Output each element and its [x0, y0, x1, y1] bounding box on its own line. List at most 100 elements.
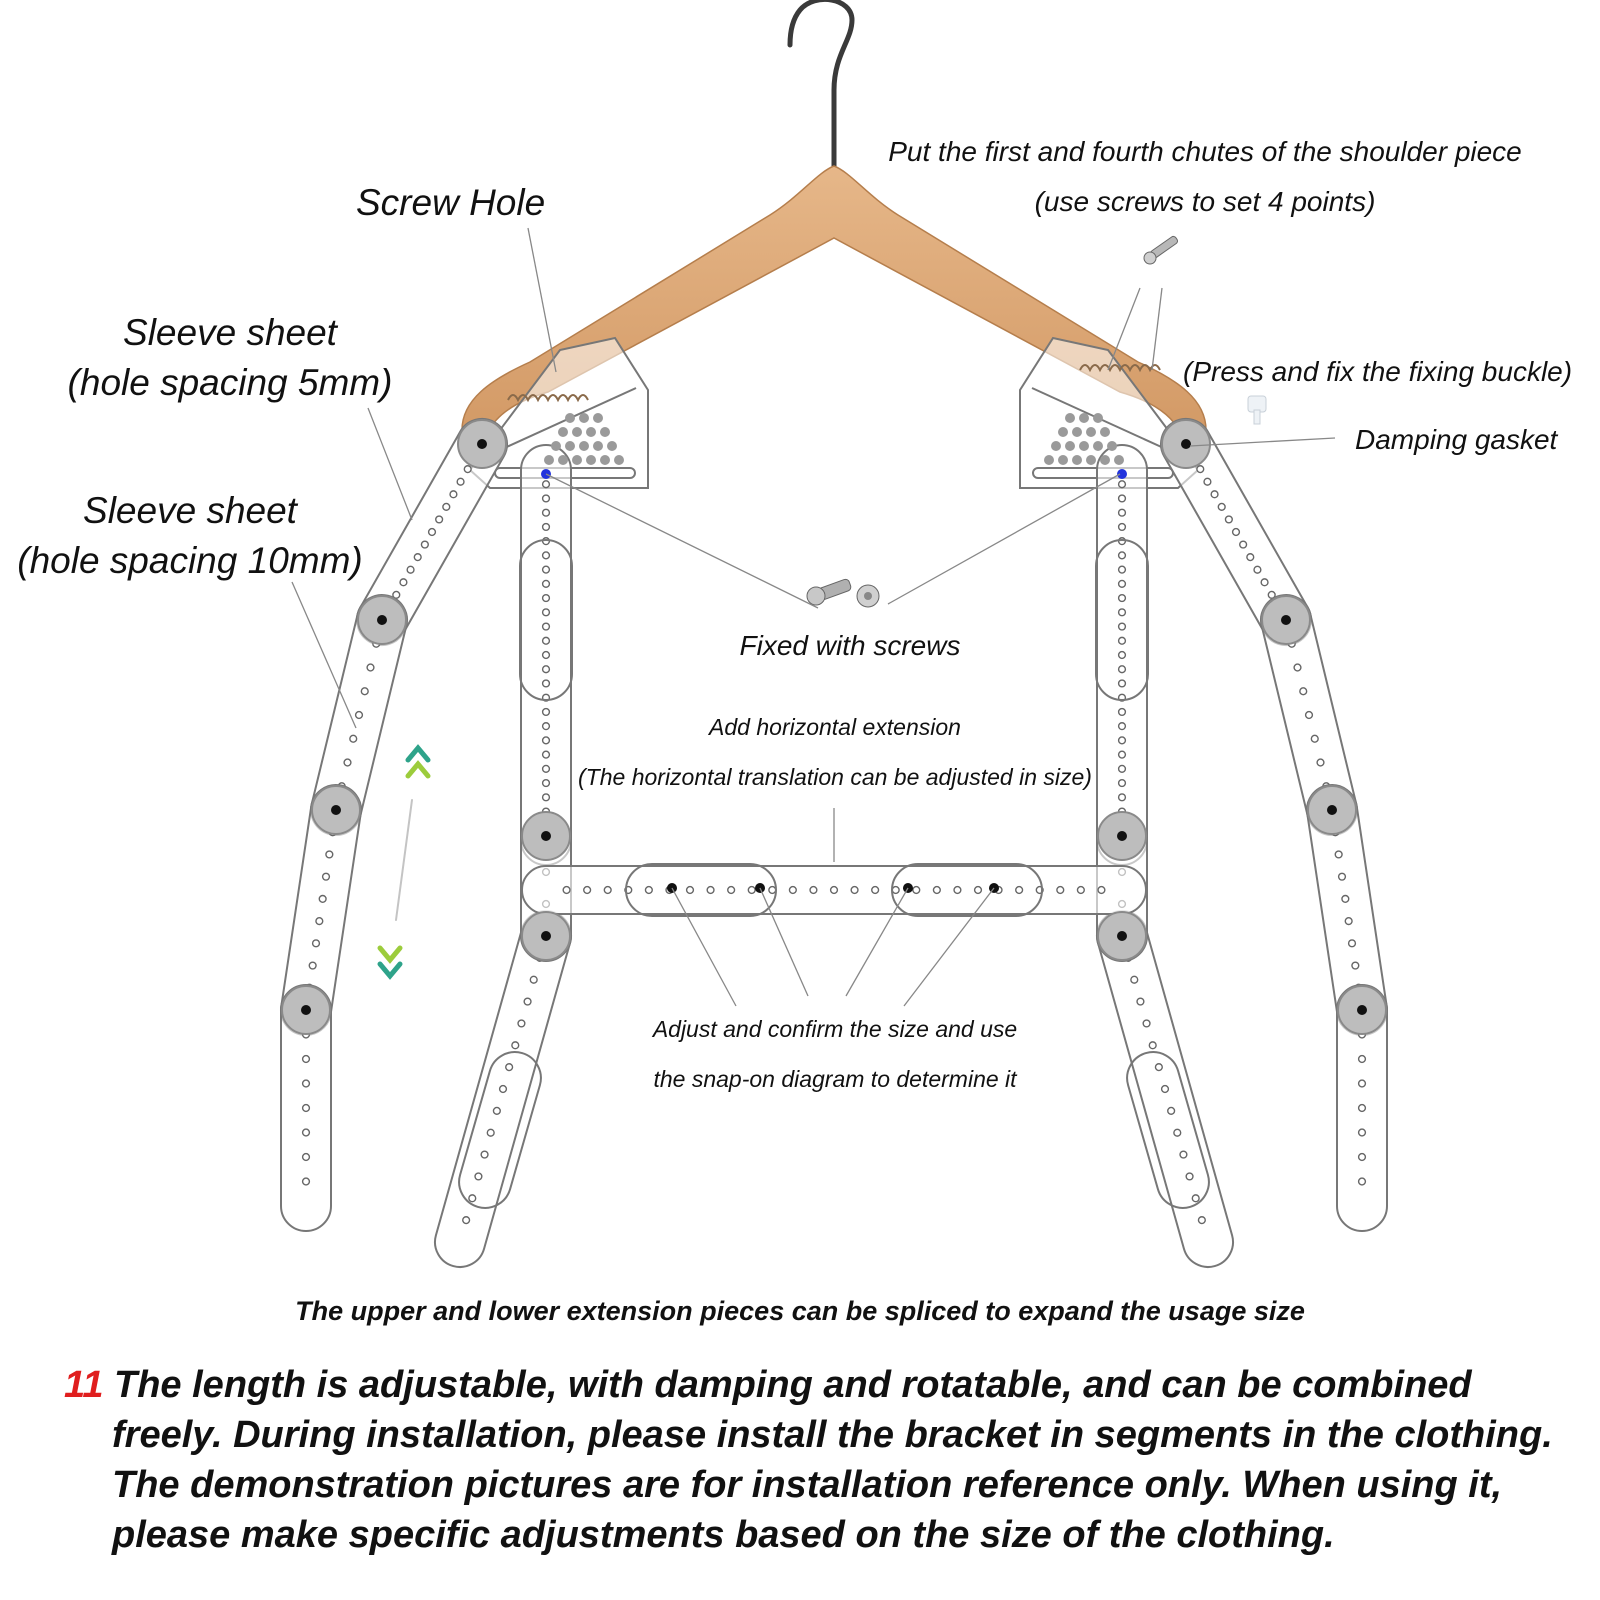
sleeve-sheet-right-hole — [1173, 1128, 1182, 1137]
sleeve-sheet-right-hole — [1117, 650, 1127, 660]
sleeve-sheet-left-hole — [541, 551, 551, 560]
upright-slider — [519, 539, 573, 701]
shoulder-hole — [544, 455, 554, 465]
sleeve-sheet-right-hole — [1130, 975, 1139, 984]
horizontal-extension-hole — [891, 885, 900, 895]
description-line-4: please make specific adjustments based o… — [112, 1514, 1335, 1556]
sleeve-sheet-left-hole — [541, 736, 551, 745]
shoulder-hole — [1093, 413, 1103, 423]
sleeve-sheet-left-hole — [449, 490, 458, 499]
shoulder-hole — [593, 413, 603, 423]
extension-caption: The upper and lower extension pieces can… — [295, 1296, 1305, 1326]
sleeve-sheet-right-hole — [1316, 758, 1325, 767]
sleeve-sheet-left-hole — [498, 1084, 508, 1094]
shoulder-hole — [572, 455, 582, 465]
horizontal-extension-hole — [829, 885, 839, 895]
horizontal-extension-hole — [1076, 885, 1085, 895]
sleeve-sheet-left-hole — [480, 1150, 489, 1159]
leg-slider — [1126, 1051, 1210, 1209]
shoulder-hole — [565, 413, 575, 423]
joint-pin — [1281, 615, 1291, 625]
sleeve-sheet-right-hole — [1117, 494, 1127, 503]
step-number: 11 — [64, 1364, 104, 1406]
sleeve-sheet-left-hole — [541, 622, 551, 631]
screw-and-nut-icon — [806, 578, 880, 608]
sleeve-sheet-left-hole — [517, 1019, 526, 1028]
shoulder-instruction-line1: Put the first and fourth chutes of the s… — [888, 136, 1522, 167]
sleeve-sheet-right-hole — [1347, 939, 1357, 948]
sleeve-sheet-right-hole — [1117, 522, 1127, 532]
sleeve-sheet-left-hole — [486, 1128, 495, 1137]
sleeve-sheet-right-hole — [1246, 553, 1255, 562]
shoulder-hole — [1072, 455, 1082, 465]
wooden-hanger — [461, 165, 1207, 433]
sleeve-sheet-right-hole — [1337, 872, 1347, 881]
sleeve-sheet-left-hole — [541, 508, 551, 517]
sleeve-sheet-left-hole — [360, 687, 369, 696]
sleeve-sheet-left-hole — [456, 477, 465, 486]
sleeve-sheet-right-hole — [1197, 1216, 1206, 1225]
sleeve-sheet-right-hole — [1357, 1177, 1367, 1186]
joint-pin — [1117, 931, 1127, 941]
horizontal-extension-hole — [871, 885, 880, 895]
sleeve-sheet-right-hole — [1117, 622, 1127, 631]
sleeve-sheet-right-hole — [1293, 663, 1302, 672]
upright-slider — [1095, 539, 1149, 701]
sleeve-sheet-left-hole — [315, 917, 324, 926]
shoulder-instruction-line2: (use screws to set 4 points) — [1034, 186, 1376, 217]
description-line-3: The demonstration pictures are for insta… — [112, 1464, 1503, 1506]
shoulder-hole — [1044, 455, 1054, 465]
sleeve-sheet-left-hole — [462, 1216, 471, 1225]
joint-pin — [1117, 831, 1127, 841]
sleeve-sheet-left-hole — [541, 494, 551, 503]
joint-pin — [541, 931, 551, 941]
sleeve-sheet-right-hole — [1260, 578, 1269, 587]
horizontal-extension-hole — [706, 885, 715, 895]
shoulder-hole — [1065, 441, 1075, 451]
sleeve-sheet-right-hole — [1117, 636, 1127, 645]
leg-slider — [458, 1051, 542, 1209]
hanger-hook — [787, 0, 855, 171]
shoulder-hole — [558, 427, 568, 437]
sleeve-sheet-left-hole — [399, 578, 408, 587]
sleeve-sheet-left-hole — [420, 540, 429, 549]
sleeve-sheet-right-hole — [1203, 477, 1212, 486]
sleeve-sheet-right-hole — [1117, 565, 1127, 574]
shoulder-hole — [1079, 441, 1089, 451]
sleeve-sheet-right-hole — [1210, 490, 1219, 499]
sleeve-sheet-right-hole — [1224, 515, 1233, 524]
shoulder-hole — [1072, 427, 1082, 437]
screw-hole-label: Screw Hole — [356, 182, 546, 223]
sleeve-sheet-left-hole — [325, 850, 334, 859]
sleeve-sheet-right-hole — [1117, 665, 1127, 674]
shoulder-hole — [579, 441, 589, 451]
shoulder-hole — [1058, 455, 1068, 465]
sleeve-sheet-left-hole — [301, 1054, 311, 1064]
horizontal-extension-hole — [1097, 885, 1106, 895]
adjust-confirm-line2: the snap-on diagram to determine it — [653, 1066, 1017, 1092]
horizontal-extension-line2: (The horizontal translation can be adjus… — [578, 764, 1092, 790]
shoulder-hole — [551, 441, 561, 451]
sleeve-sheet-right-hole — [1185, 1172, 1194, 1181]
shoulder-hole — [607, 441, 617, 451]
horizontal-extension-hole — [809, 885, 818, 895]
sleeve-sheet-right-hole — [1117, 579, 1127, 588]
sleeve-sheet-right-hole — [1160, 1084, 1170, 1094]
adjust-confirm-line1: Adjust and confirm the size and use — [652, 1016, 1018, 1042]
sleeve-sheet-left-hole — [435, 515, 444, 524]
sleeve-sheet-right-hole — [1351, 961, 1360, 970]
sleeve-sheet-right-hole — [1357, 1079, 1367, 1088]
sleeve-sheet-right-hole — [1310, 734, 1319, 743]
press-fix-buckle-label: (Press and fix the fixing buckle) — [1183, 356, 1573, 387]
shoulder-hole — [593, 441, 603, 451]
sleeve-sheet-left-hole — [541, 579, 551, 588]
horizontal-extension-hole — [932, 885, 941, 895]
description-line-1: The length is adjustable, with damping a… — [103, 1364, 1472, 1406]
sleeve-sheet-left-hole — [301, 1103, 311, 1113]
sleeve-sheet-right-hole — [1304, 710, 1314, 720]
sleeve-sheet-right-hole — [1117, 736, 1127, 745]
sleeve-sheet-right-hole — [1117, 593, 1127, 603]
shoulder-hole — [565, 441, 575, 451]
sleeve-sheet-right-hole — [1117, 707, 1127, 717]
horizontal-extension-hole — [727, 885, 736, 895]
